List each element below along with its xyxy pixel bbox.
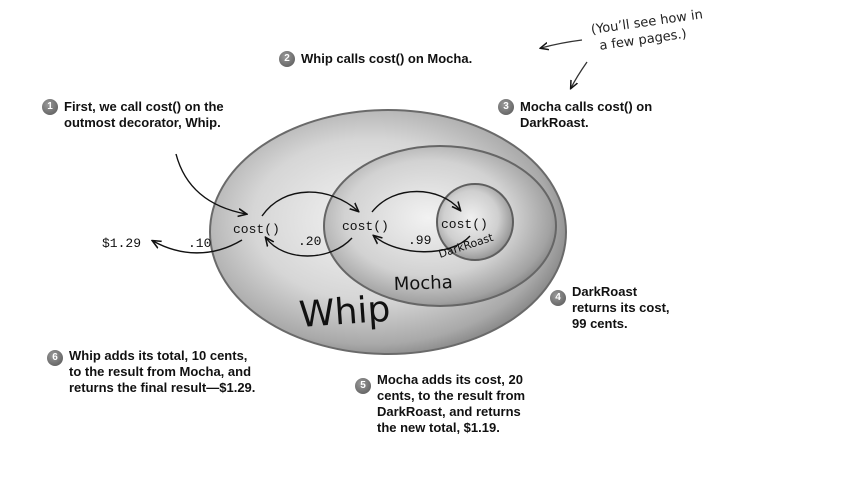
side-note-arrow-down [571,61,588,88]
step-3-annotation: 3 Mocha calls cost() on DarkRoast. [498,99,652,131]
mocha-label: Mocha [393,272,453,295]
mocha-cost-value: .20 [298,234,321,249]
step-3-line-2: DarkRoast. [520,115,589,130]
step-1-line-1: First, we call cost() on the [64,99,224,114]
step-2-badge: 2 [279,51,295,67]
call-arrow-into-whip [175,153,246,214]
step-1-badge: 1 [42,99,58,115]
darkroast-cost-call: cost() [441,217,488,232]
return-arrow-darkroast-to-mocha [374,236,471,253]
step-5-line-3: DarkRoast, and returns [377,404,521,419]
step-6-line-2: to the result from Mocha, and [69,364,252,379]
step-4-line-2: returns its cost, [572,300,670,315]
step-3-badge: 3 [498,99,514,115]
step-5-line-2: cents, to the result from [377,388,526,403]
step-4-line-1: DarkRoast [572,284,638,299]
step-4-annotation: 4 DarkRoast returns its cost, 99 cents. [550,284,670,332]
return-arrow-whip-to-caller [153,239,243,254]
step-5-badge: 5 [355,378,371,394]
side-note-arrow-left [541,39,583,48]
call-arrow-whip-to-mocha [261,191,358,217]
whip-cost-call: cost() [233,222,280,237]
step-6-annotation: 6 Whip adds its total, 10 cents, to the … [47,348,255,396]
whip-cost-value: .10 [188,236,211,251]
step-5-annotation: 5 Mocha adds its cost, 20 cents, to the … [355,372,525,436]
step-2-line-1: Whip calls cost() on Mocha. [301,51,473,66]
step-6-line-3: returns the final result—$1.29. [69,380,256,395]
step-2-annotation: 2 Whip calls cost() on Mocha. [279,51,472,67]
return-arrow-mocha-to-whip [266,238,353,257]
step-4-line-3: 99 cents. [572,316,628,331]
step-3-line-1: Mocha calls cost() on [520,99,653,114]
final-total: $1.29 [102,236,141,251]
step-1-line-2: outmost decorator, Whip. [64,115,221,130]
step-1-annotation: 1 First, we call cost() on the outmost d… [42,99,224,131]
darkroast-cost-value: .99 [408,233,431,248]
call-arrow-mocha-to-darkroast [371,190,460,213]
step-6-badge: 6 [47,350,63,366]
whip-label: Whip [298,289,392,336]
step-5-line-1: Mocha adds its cost, 20 [377,372,523,387]
step-6-line-1: Whip adds its total, 10 cents, [69,348,248,363]
mocha-cost-call: cost() [342,219,389,234]
step-5-line-4: the new total, $1.19. [377,420,500,435]
step-4-badge: 4 [550,290,566,306]
